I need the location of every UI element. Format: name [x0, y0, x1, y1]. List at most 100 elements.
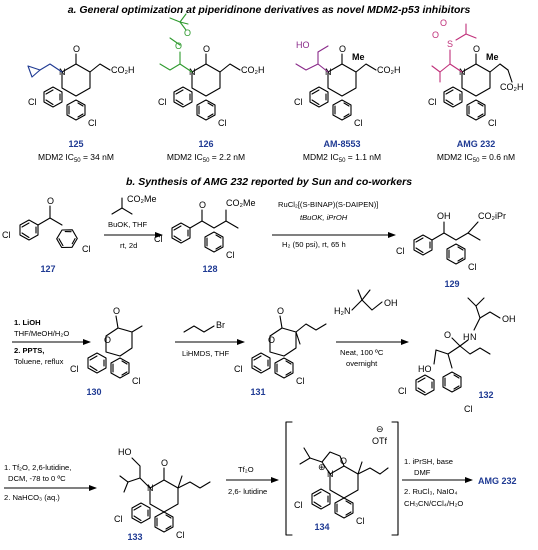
step-2-line-2: tBuOK, iPrOH [300, 213, 348, 222]
step-8-line-2: DMF [414, 468, 431, 477]
compound-label-126: 126 [198, 139, 213, 149]
step-6-line-3: 2. NaHCO₃ (aq.) [4, 493, 60, 502]
step-6-line-2: DCM, -78 to 0 ºC [8, 474, 66, 483]
minus-134: ⊖ [376, 424, 384, 434]
step-2-line-1: RuCl₂[(S-BINAP)(S-DAIPEN)] [278, 200, 378, 209]
oh-132: OH [502, 314, 516, 324]
section-b-title: b. Synthesis of AMG 232 reported by Sun … [126, 176, 412, 188]
compound-125-structure: N O CO₂H Cl Cl [27, 44, 135, 128]
activity-am8553: MDM2 IC50 = 1.1 nM [303, 152, 381, 164]
me-amg: Me [486, 52, 499, 62]
compound-128-structure: Cl O CO₂Me Cl [154, 198, 256, 260]
step-3-line-3: 2. PPTS, [14, 346, 44, 355]
cl-134a: Cl [294, 500, 303, 510]
ho-132: HO [418, 364, 432, 374]
o-133: O [161, 458, 168, 468]
cl-127b: Cl [82, 244, 91, 254]
cl-134b: Cl [356, 516, 365, 526]
o-128: O [199, 200, 206, 210]
cl-127a: Cl [2, 230, 11, 240]
step-7-line-1: Tf₂O [238, 465, 254, 474]
compound-134-structure: ⊖ OTf N ⊕ O Cl Cl [294, 424, 389, 526]
n-132: N [470, 332, 477, 342]
cl-amg-a: Cl [428, 97, 437, 107]
step-3-line-4: Toluene, reflux [14, 357, 64, 366]
cl-126a: Cl [158, 97, 167, 107]
activity-125: MDM2 IC50 = 34 nM [38, 152, 114, 164]
compound-label-125: 125 [68, 139, 83, 149]
cl-130a: Cl [70, 364, 79, 374]
compound-label-127: 127 [40, 264, 55, 274]
step-5-line-2: overnight [346, 359, 378, 368]
compound-132-structure: N H OH O HO Cl Cl [398, 297, 516, 414]
o-134: O [340, 456, 347, 466]
oh-129: OH [437, 211, 451, 221]
step-2-line-3: H₂ (50 psi), rt, 65 h [282, 240, 346, 249]
step-8-line-3: 2. RuCl₃, NaIO₄ [404, 487, 457, 496]
step-3-line-1: 1. LiOH [14, 318, 41, 327]
o-131b: O [277, 306, 284, 316]
compound-label-133: 133 [127, 532, 142, 542]
cl-131a: Cl [234, 364, 243, 374]
cl-125a: Cl [28, 97, 37, 107]
plus-134: ⊕ [318, 462, 326, 472]
compound-label-134: 134 [314, 522, 329, 532]
cl-128a: Cl [154, 234, 163, 244]
cl-133b: Cl [176, 530, 185, 540]
o-132: O [444, 330, 451, 340]
cl-130b: Cl [132, 376, 141, 386]
step-8-line-4: CH₃CN/CCl₄/H₂O [404, 499, 463, 508]
cl-126b: Cl [218, 118, 227, 128]
o-131a: O [268, 335, 275, 345]
activity-amg232: MDM2 IC50 = 0.6 nM [437, 152, 515, 164]
final-product-label: AMG 232 [478, 476, 517, 486]
acid-125: CO₂H [111, 65, 135, 75]
allyl-bromide-reagent: Br [183, 320, 225, 333]
ester-129: CO₂iPr [478, 211, 506, 221]
cl-131b: Cl [296, 376, 305, 386]
cl-128b: Cl [226, 250, 235, 260]
compound-129-structure: Cl OH CO₂iPr Cl [396, 211, 506, 272]
atom-s-amg: S [447, 39, 453, 49]
cl-133a: Cl [114, 514, 123, 524]
o-127: O [47, 196, 54, 206]
compound-label-129: 129 [444, 279, 459, 289]
compound-131-structure: O O Cl Cl [234, 306, 327, 386]
atom-o-125: O [73, 44, 80, 54]
atom-o-am: O [339, 44, 346, 54]
cl-132b: Cl [464, 404, 473, 414]
atom-o-126: O [203, 44, 210, 54]
om-reagent: CO₂Me [127, 194, 157, 204]
section-a-title: a. General optimization at piperidinone … [68, 4, 471, 16]
compound-127-structure: Cl O Cl [2, 196, 91, 254]
compound-label-132: 132 [478, 390, 493, 400]
valinol-reagent: H₂N OH [334, 289, 398, 316]
cl-am-a: Cl [294, 97, 303, 107]
otf-134: OTf [372, 436, 387, 446]
acid-am: CO₂H [377, 65, 401, 75]
step-1-line-1: BuOK, THF [108, 220, 147, 229]
step-3-line-2: THF/MeOH/H₂O [14, 329, 69, 338]
compound-label-amg232: AMG 232 [457, 139, 496, 149]
o-130b: O [113, 306, 120, 316]
cl-am-b: Cl [354, 118, 363, 128]
bracket-left [285, 421, 293, 536]
ho-133: HO [118, 447, 132, 457]
atom-o-126c: O [184, 28, 191, 38]
compound-130-structure: O O Cl Cl [70, 306, 143, 386]
bracket-right [391, 421, 399, 536]
oh-reagent: OH [384, 298, 398, 308]
compound-133-structure: N O HO Cl Cl [114, 447, 211, 540]
step-8-line-1: 1. iPrSH, base [404, 457, 453, 466]
step-6-line-1: 1. Tf₂O, 2,6-lutidine, [4, 463, 71, 472]
atom-ho-am: HO [296, 40, 310, 50]
compound-label-131: 131 [250, 387, 265, 397]
atom-o-amg3: O [440, 18, 447, 28]
methacrylate-reagent: CO₂Me [111, 194, 157, 215]
br-reagent: Br [216, 320, 225, 330]
atom-o-amg2: O [432, 30, 439, 40]
compound-label-128: 128 [202, 264, 217, 274]
cl-125b: Cl [88, 118, 97, 128]
cl-129b: Cl [468, 262, 477, 272]
